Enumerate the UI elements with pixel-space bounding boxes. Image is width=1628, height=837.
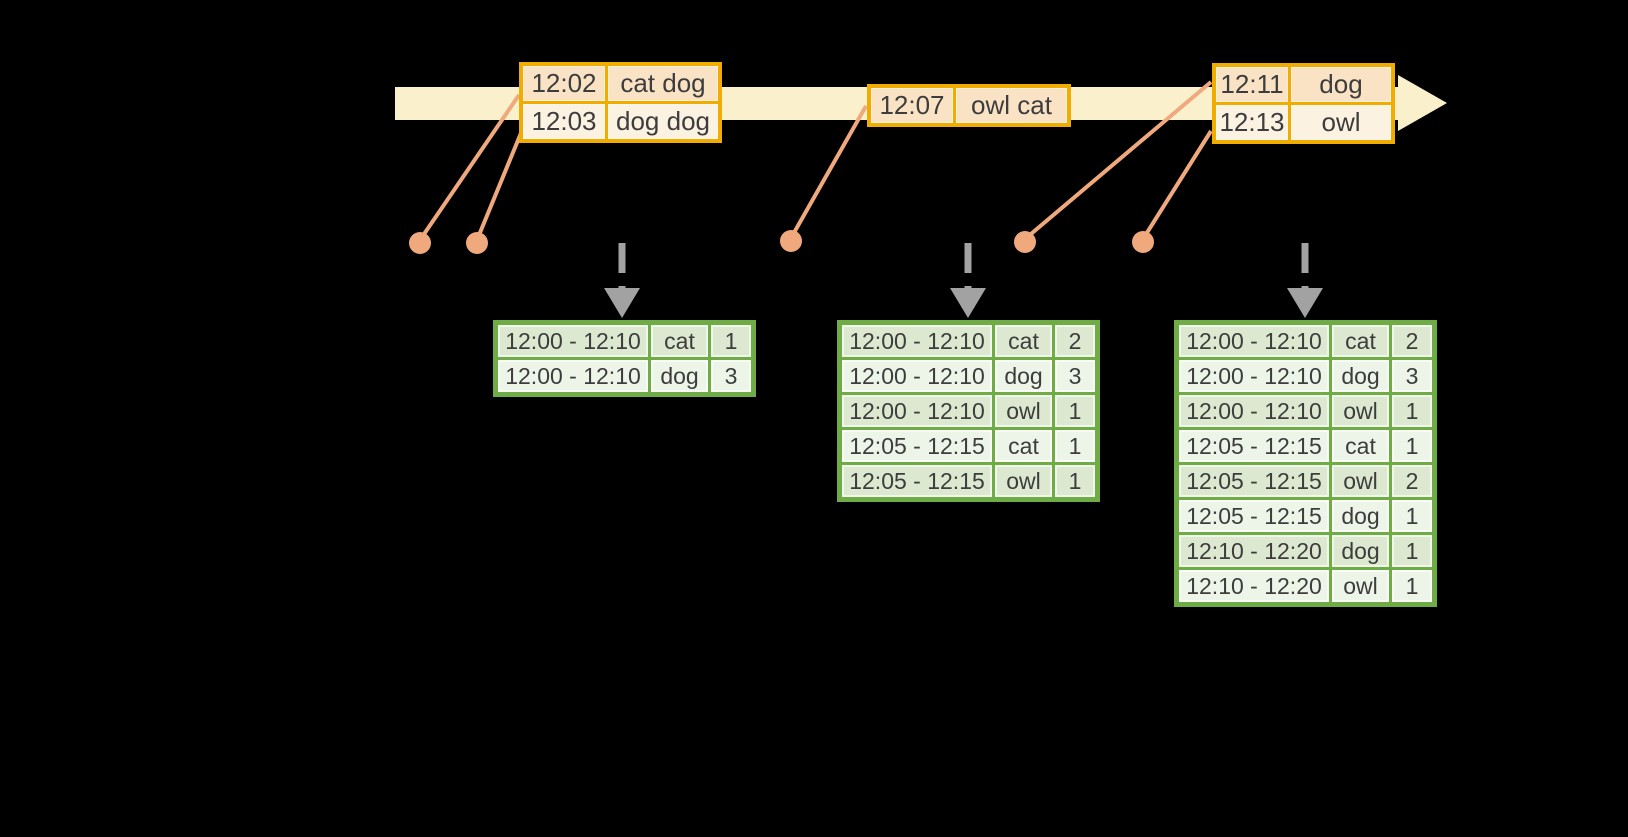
table-cell: dog (651, 360, 708, 392)
table-cell: 2 (1392, 325, 1432, 357)
timeline-arrowhead-icon (1398, 75, 1447, 131)
table-cell: dog (1291, 67, 1391, 102)
table-cell: 1 (1055, 430, 1095, 462)
table-cell: dog (1332, 535, 1389, 567)
table-cell: 12:00 - 12:10 (842, 395, 992, 427)
table-cell: owl (995, 465, 1052, 497)
table-cell: 3 (711, 360, 751, 392)
trigger-arrowhead-icon (604, 288, 640, 318)
table-cell: 3 (1055, 360, 1095, 392)
table-cell: 12:05 - 12:15 (1179, 500, 1329, 532)
table-cell: 12:10 - 12:20 (1179, 535, 1329, 567)
event-dot-icon (1014, 231, 1036, 253)
table-cell: cat (995, 430, 1052, 462)
event-connector-line (1023, 80, 1213, 241)
table-cell: 1 (711, 325, 751, 357)
trigger-arrowhead-icon (950, 288, 986, 318)
table-cell: cat dog (608, 66, 718, 101)
event-connector-line (475, 132, 523, 241)
table-cell: 12:00 - 12:10 (498, 360, 648, 392)
table-cell: 1 (1392, 500, 1432, 532)
table-cell: 12:05 - 12:15 (1179, 430, 1329, 462)
table-cell: 1 (1392, 395, 1432, 427)
table-cell: owl cat (956, 88, 1067, 123)
table-cell: 12:05 - 12:15 (1179, 465, 1329, 497)
table-cell: 1 (1392, 535, 1432, 567)
table-cell: 12:10 - 12:20 (1179, 570, 1329, 602)
table-cell: 12:11 (1216, 67, 1288, 102)
table-cell: dog (1332, 500, 1389, 532)
event-dot-icon (1132, 231, 1154, 253)
table-cell: dog (995, 360, 1052, 392)
event-dot-icon (409, 232, 431, 254)
table-cell: dog (1332, 360, 1389, 392)
table-cell: 2 (1392, 465, 1432, 497)
table-cell: cat (651, 325, 708, 357)
table-cell: 1 (1392, 430, 1432, 462)
event-connector-line (789, 105, 868, 239)
table-cell: 12:13 (1216, 105, 1288, 140)
table-cell: 12:00 - 12:10 (842, 360, 992, 392)
table-cell: owl (1291, 105, 1391, 140)
event-dot-icon (466, 232, 488, 254)
table-cell: owl (1332, 465, 1389, 497)
table-cell: 3 (1392, 360, 1432, 392)
table-cell: 1 (1055, 465, 1095, 497)
table-cell: owl (1332, 395, 1389, 427)
table-cell: 12:00 - 12:10 (1179, 360, 1329, 392)
table-cell: owl (1332, 570, 1389, 602)
table-cell: 12:00 - 12:10 (1179, 325, 1329, 357)
table-cell: cat (1332, 325, 1389, 357)
table-cell: 1 (1055, 395, 1095, 427)
table-cell: 12:03 (523, 104, 605, 139)
table-cell: 12:05 - 12:15 (842, 430, 992, 462)
table-cell: 12:05 - 12:15 (842, 465, 992, 497)
table-cell: cat (1332, 430, 1389, 462)
event-dot-icon (780, 230, 802, 252)
table-cell: 2 (1055, 325, 1095, 357)
table-cell: 12:00 - 12:10 (498, 325, 648, 357)
event-connector-line (1141, 129, 1213, 241)
event-connector-line (418, 93, 521, 242)
table-cell: 12:02 (523, 66, 605, 101)
table-cell: owl (995, 395, 1052, 427)
table-cell: 12:00 - 12:10 (1179, 395, 1329, 427)
trigger-arrowhead-icon (1287, 288, 1323, 318)
table-cell: 12:07 (871, 88, 953, 123)
table-cell: cat (995, 325, 1052, 357)
table-cell: 12:00 - 12:10 (842, 325, 992, 357)
table-cell: dog dog (608, 104, 718, 139)
table-cell: 1 (1392, 570, 1432, 602)
